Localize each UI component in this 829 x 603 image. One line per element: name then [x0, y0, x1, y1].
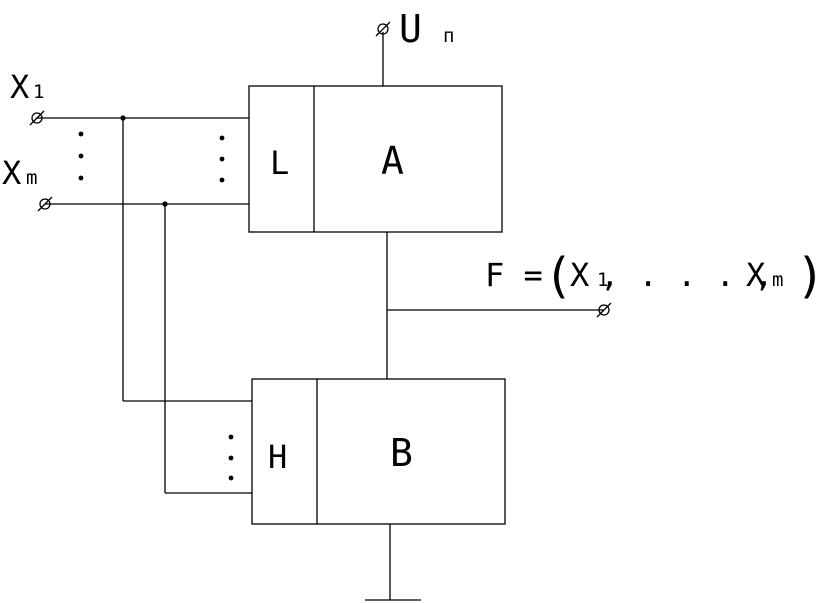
terminal-x1 — [29, 110, 45, 126]
input-x1-subscript: 1 — [33, 81, 44, 103]
input-xm-subscript: m — [26, 167, 37, 189]
ellipsis-inputs — [78, 131, 84, 181]
output-middle: , . . . , — [600, 256, 773, 294]
block-a-port-label: L — [270, 144, 289, 182]
block-a-box — [248, 85, 503, 233]
terminal-xm — [37, 196, 53, 212]
ellipsis-h-port — [228, 434, 234, 481]
block-b-box — [251, 378, 506, 525]
junction-x1 — [120, 115, 126, 121]
junction-xm — [162, 201, 168, 207]
input-xm-label: X — [2, 154, 21, 192]
output-arg1-subscript: 1 — [597, 269, 608, 291]
output-arg2-subscript: m — [772, 269, 783, 291]
block-a-label: A — [381, 139, 404, 183]
block-b-label: B — [390, 431, 413, 475]
output-prefix: F = — [485, 256, 543, 294]
supply-subscript: п — [443, 25, 454, 47]
terminal-output — [596, 302, 612, 318]
block-b-port-label: H — [268, 438, 287, 476]
output-arg1: X — [570, 256, 589, 294]
output-open-paren: ( — [544, 248, 573, 304]
supply-label: U — [399, 7, 422, 51]
input-x1-label: X — [10, 68, 29, 106]
output-close-paren: ) — [796, 248, 825, 304]
output-arg2: X — [746, 256, 765, 294]
ellipsis-l-port — [219, 135, 225, 183]
terminal-supply — [375, 21, 391, 37]
